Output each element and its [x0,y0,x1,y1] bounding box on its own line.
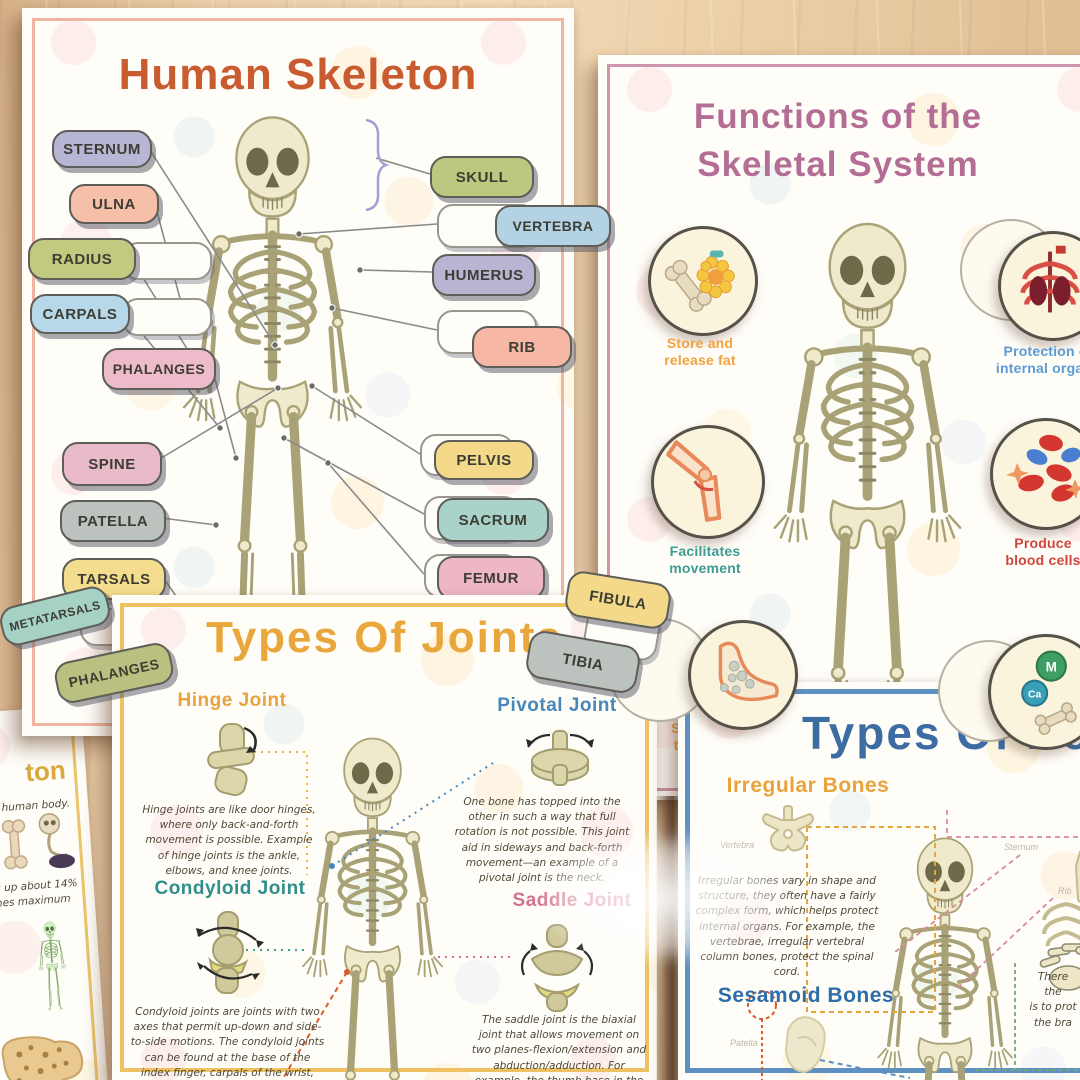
movement-circle [651,425,765,539]
ghost-pill [122,298,212,336]
hinge-joint-heading: Hinge Joint [177,690,287,711]
bone-icon [1,819,28,870]
protection-label-line1: Protection of [1003,343,1080,359]
skeleton-facts-poster-partial: ton the human body. s up about 14% hes m… [0,705,111,1080]
blood-cells-icon [1006,434,1080,502]
joint-connector-dashes [232,751,512,1080]
label-pill-vertebra: VERTEBRA [495,205,611,247]
label-pill-spine: SPINE [62,442,162,486]
pivotal-joint-heading: Pivotal Joint [497,695,617,716]
label-pill-carpals: CARPALS [30,294,130,334]
flat-fragment-line: There [1037,971,1069,983]
mineral-ca-label: Ca [1028,689,1042,700]
rib-caption: Rib [1058,886,1072,896]
sternum-icon [1074,851,1080,904]
label-pill-ulna: ULNA [69,184,159,224]
skeleton-poster-title: Human Skeleton [118,50,478,99]
flat-fragment-line: is to prot [1029,1001,1077,1014]
ghost-pill [122,242,212,280]
functions-title-line2: Skeletal System [697,145,979,184]
foot-icon [718,641,779,702]
hinge-joint-icon [207,723,257,797]
joints-poster-title: Types Of Joints [206,613,563,662]
label-pill-humerus: HUMERUS [432,254,536,296]
label-pill-patella: PATELLA [60,500,166,542]
mineral-m-label: M [1046,659,1057,674]
label-pill-skull: SKULL [430,156,534,198]
store-fat-label-line2: release fat [664,351,736,368]
hinge-joint-text: Hinge joints are like door hinges, where… [142,804,316,877]
blood-label-line2: blood cells [1005,551,1080,568]
camera-glare [545,836,785,960]
minerals-icon: M Ca [1021,650,1077,735]
flat-bones-text-fragment: There the is to prot the bra [1008,970,1080,1031]
store-fat-label-line1: Store and [666,335,734,351]
small-skeleton-icon [30,919,74,1013]
label-pill-pelvis: PELVIS [434,440,534,480]
hidden-label-fragment-2: t [673,736,679,753]
label-pill-femur: FEMUR [437,556,545,600]
pivotal-joint-icon [526,730,594,786]
movement-label-line2: movement [669,559,741,576]
label-pill-sacrum: SACRUM [437,498,549,542]
blood-circle [990,418,1080,530]
label-pill-sternum: STERNUM [52,130,152,168]
movement-icon [666,440,722,522]
store-fat-icon [664,250,735,312]
condyloid-joint-heading: Condyloid Joint [154,878,306,899]
facts-title-fragment: ton [24,754,67,788]
label-pill-radius: RADIUS [28,238,136,280]
hidden-label-fragment-1: S [671,720,681,736]
skull-bracket [365,118,390,212]
protection-circle [998,231,1080,341]
blood-label-line1: Produce [1014,535,1072,551]
sitting-skeleton-icon [38,813,75,869]
sesamoid-bones-heading: Sesamoid Bones [717,984,895,1007]
foot-support-circle [688,620,798,730]
flat-fragment-line: the bra [1034,1016,1072,1029]
hand-bones-icon [1039,943,1080,991]
sternum-caption: Sternum [1004,842,1039,852]
bone-texture-icon [1,1036,84,1080]
functions-title-line1: Functions of the [693,97,983,136]
saddle-joint-text: The saddle joint is the biaxial joint th… [471,1014,647,1080]
condyloid-joint-icon [196,911,264,994]
store-minerals-circle: M Ca [988,634,1080,750]
irregular-bones-heading: Irregular Bones [726,774,890,797]
store-fat-circle [648,226,758,336]
patella-icon [784,1016,826,1074]
condyloid-joint-text: Condyloid joints are joints with two axe… [130,1006,325,1079]
flat-fragment-line: the [1044,986,1062,999]
patella-caption: Patella [730,1038,758,1048]
label-pill-phalanges: PHALANGES [102,348,216,390]
protection-icon [1020,245,1080,313]
label-pill-rib: RIB [472,326,572,368]
protection-label-line2: internal organs [995,359,1080,376]
bone-type-dashes [747,810,1080,1080]
movement-label-line1: Facilitates [669,543,741,559]
rib-icon [1042,902,1080,947]
